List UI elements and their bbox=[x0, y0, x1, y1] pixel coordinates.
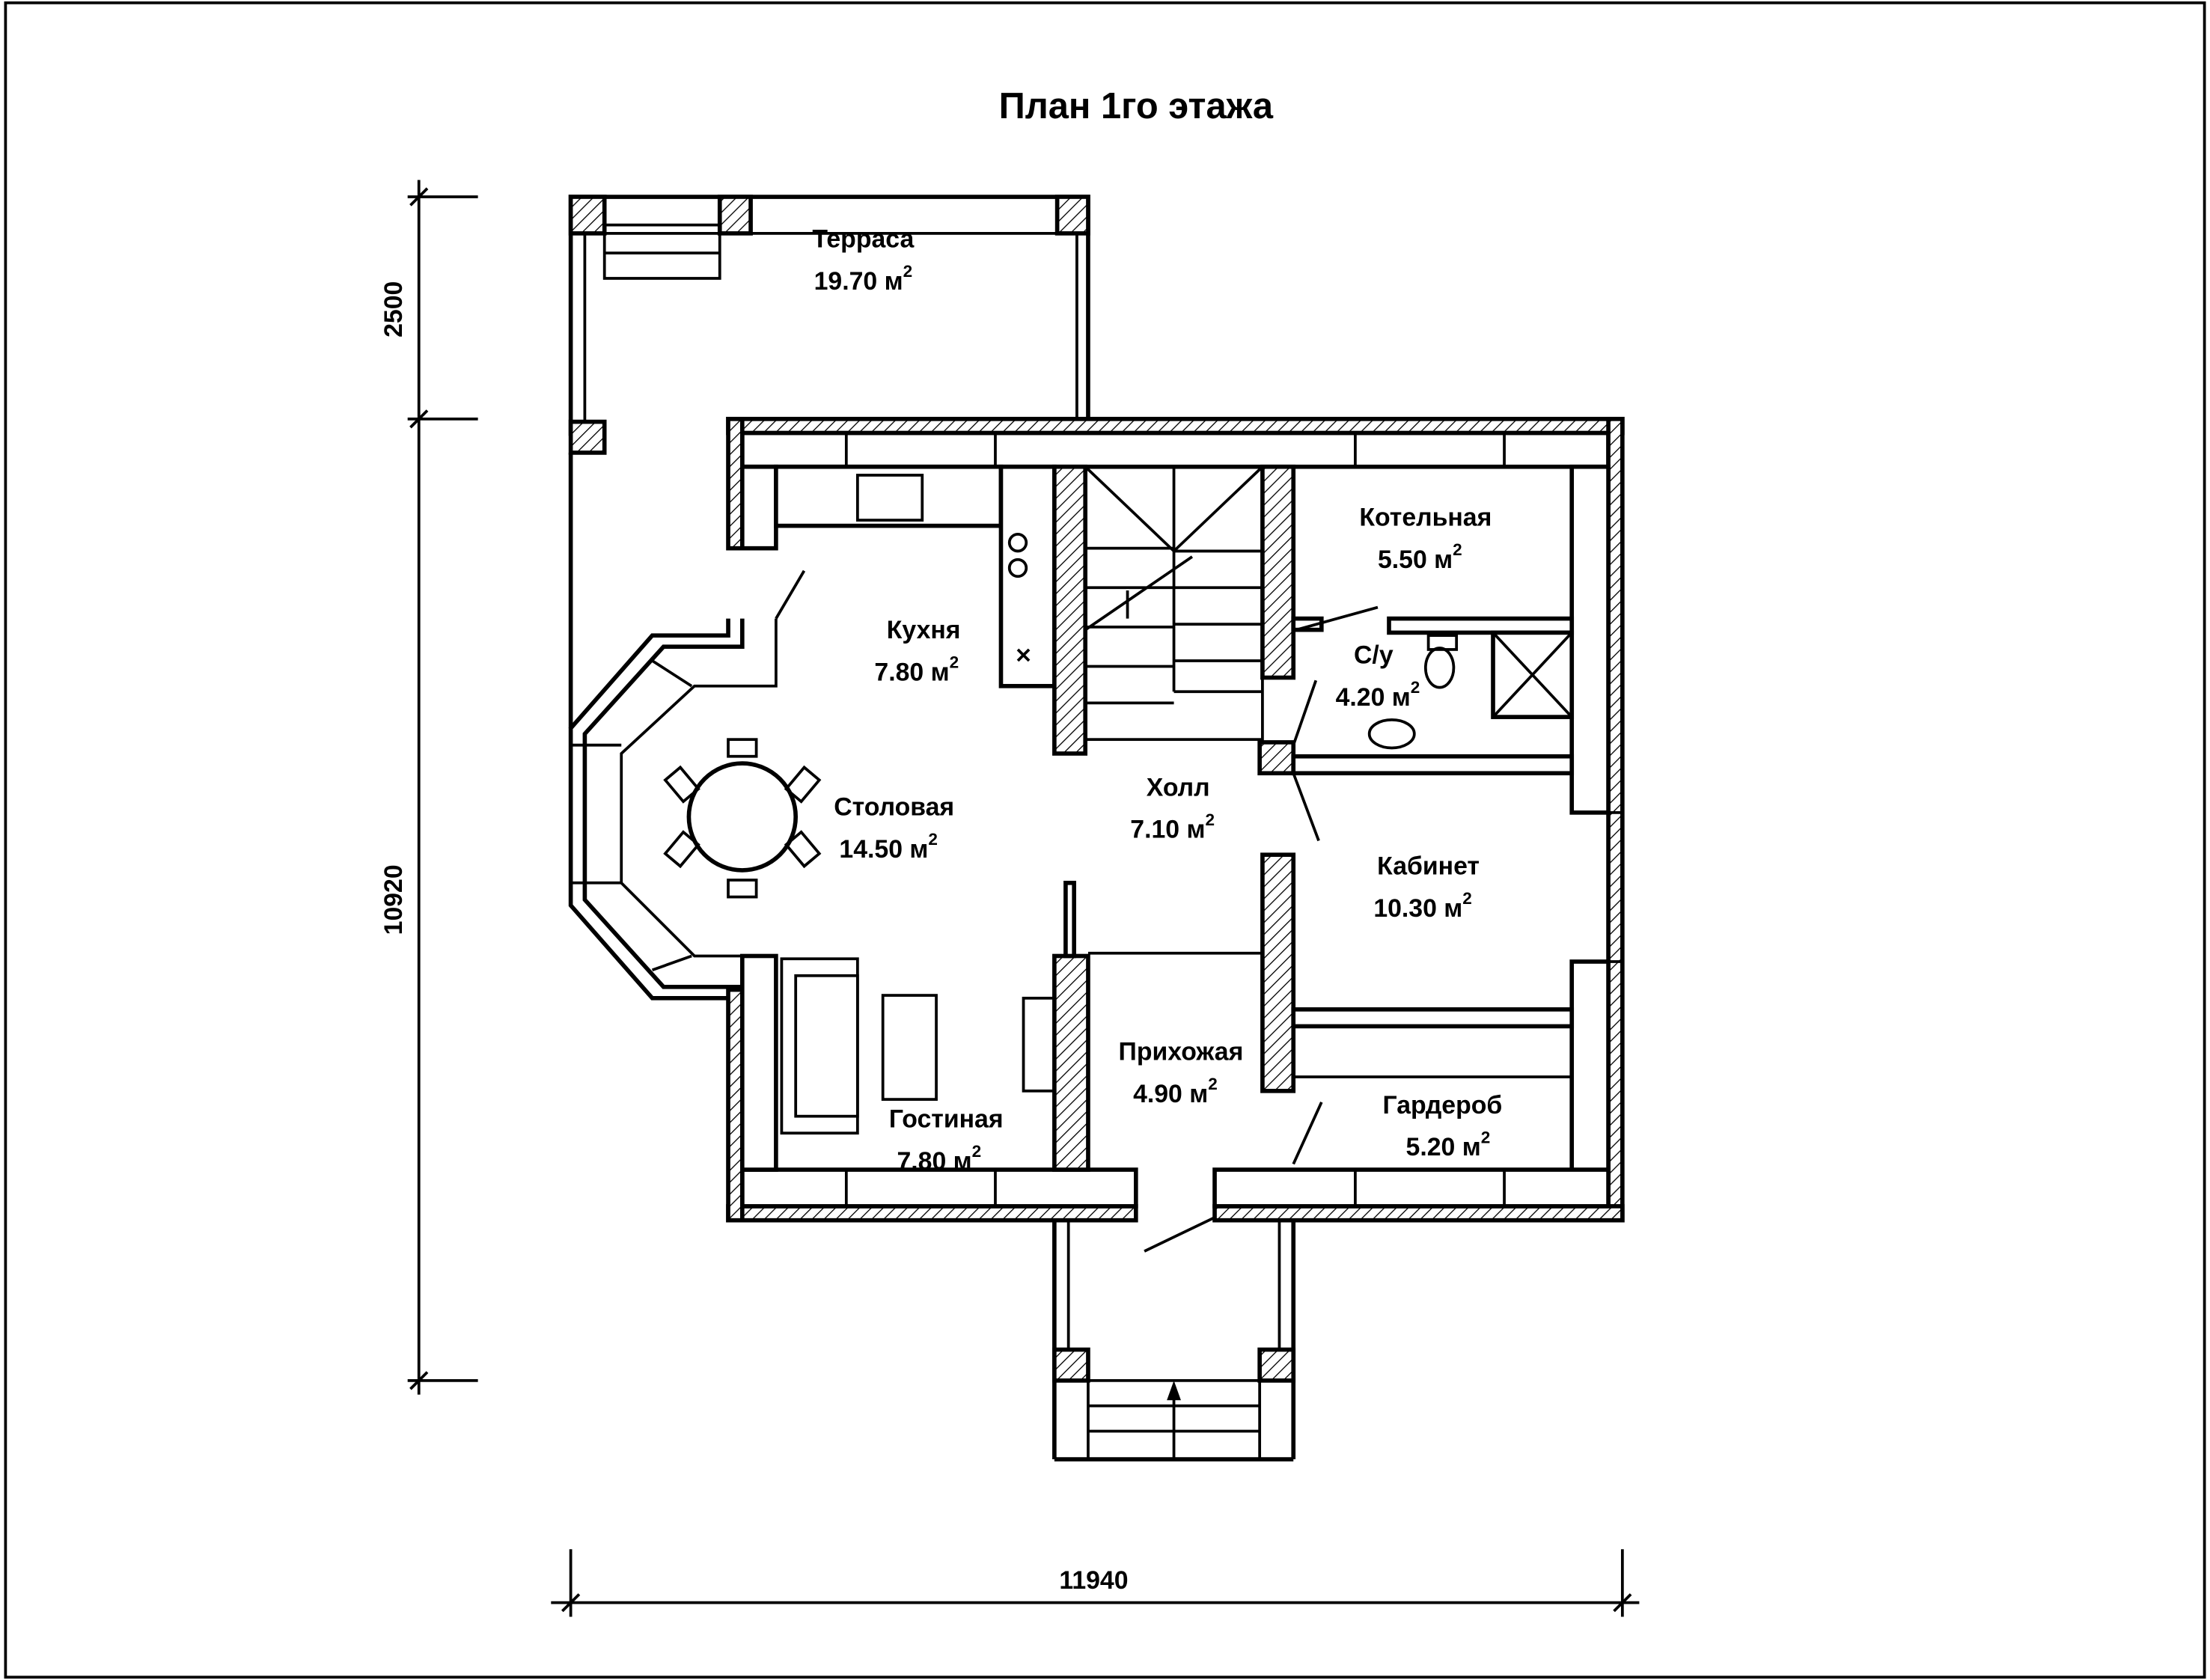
room-name-wardrobe: Гардероб bbox=[1383, 1091, 1503, 1120]
dimension-house-width: 11940 bbox=[1059, 1566, 1128, 1595]
dimension-lines bbox=[407, 180, 1640, 1617]
dining-table bbox=[663, 738, 822, 899]
room-area-hall: 7.10 м2 bbox=[1130, 810, 1215, 844]
room-name-bathroom: С/у bbox=[1354, 641, 1394, 670]
dimension-terrace-depth: 2500 bbox=[379, 281, 408, 337]
room-area-dining: 14.50 м2 bbox=[839, 830, 938, 864]
room-name-study: Кабинет bbox=[1377, 852, 1480, 881]
room-name-dining: Столовая bbox=[834, 793, 954, 822]
room-area-living: 7.80 м2 bbox=[897, 1142, 981, 1176]
room-name-hall: Холл bbox=[1147, 773, 1210, 801]
room-name-living: Гостиная bbox=[889, 1105, 1004, 1134]
room-labels: Терраса 19.70 м2 Кухня 7.80 м2 Котельная… bbox=[812, 225, 1502, 1176]
room-area-terrace: 19.70 м2 bbox=[814, 262, 913, 296]
plan-title: План 1го этажа bbox=[999, 86, 1274, 126]
room-name-terrace: Терраса bbox=[812, 225, 915, 254]
room-name-boiler: Котельная bbox=[1359, 504, 1492, 532]
room-area-boiler: 5.50 м2 bbox=[1378, 540, 1462, 574]
room-area-study: 10.30 м2 bbox=[1373, 889, 1472, 923]
living-furniture bbox=[780, 957, 938, 1135]
terrace-outline bbox=[568, 195, 1090, 729]
room-area-entrance: 4.90 м2 bbox=[1133, 1075, 1218, 1108]
room-area-kitchen: 7.80 м2 bbox=[874, 653, 959, 686]
exterior-walls bbox=[726, 417, 1625, 1223]
door-swings bbox=[775, 569, 1379, 1253]
page-frame bbox=[4, 1, 2206, 1679]
room-area-bathroom: 4.20 м2 bbox=[1336, 678, 1420, 712]
interior-walls bbox=[774, 464, 1575, 1172]
dimension-house-depth: 10920 bbox=[379, 864, 408, 935]
room-name-entrance: Прихожая bbox=[1119, 1038, 1244, 1066]
bay-window bbox=[568, 618, 778, 1001]
room-area-wardrobe: 5.20 м2 bbox=[1406, 1128, 1491, 1161]
entry-porch bbox=[1052, 1192, 1296, 1461]
room-name-kitchen: Кухня bbox=[887, 616, 961, 644]
